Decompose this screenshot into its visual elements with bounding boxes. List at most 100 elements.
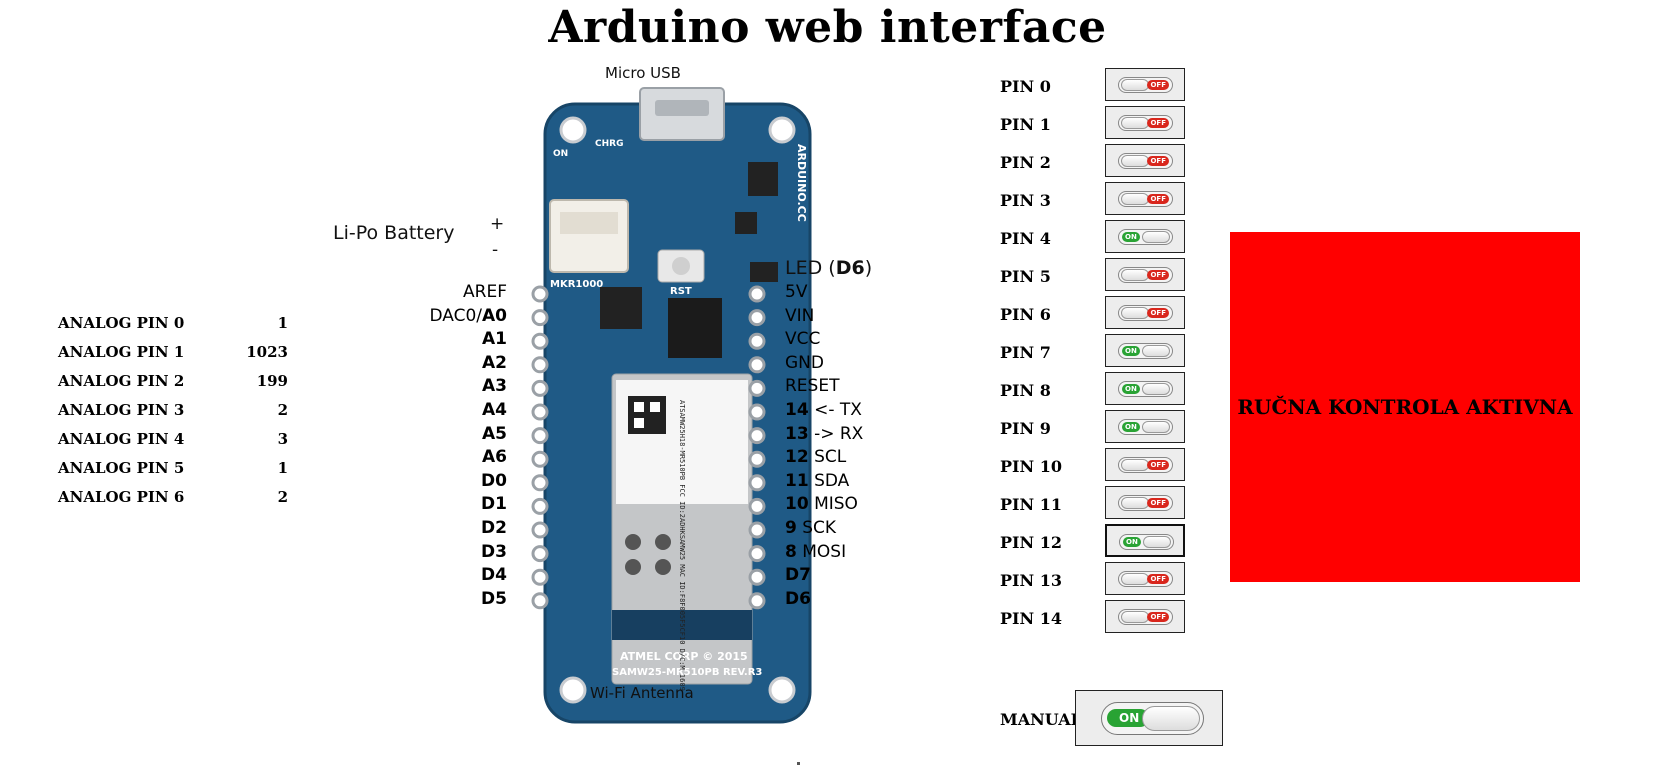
pin-name: D3 — [481, 541, 507, 562]
board-pin-label-right: VIN — [785, 306, 814, 326]
pin-toggle-button[interactable]: OFF — [1105, 296, 1185, 329]
pin-toggle-button[interactable]: OFF — [1105, 106, 1185, 139]
pin-number: 11 — [785, 470, 809, 491]
mount-hole — [559, 116, 587, 144]
pin-hole — [748, 285, 766, 303]
pin-state-label: ON — [1123, 537, 1141, 547]
board-pin-label-left: D3 — [481, 542, 507, 562]
board-pin-label-right: 10 MISO — [785, 494, 858, 514]
pin-switch[interactable]: OFF — [1118, 457, 1173, 473]
pin-number: 12 — [785, 447, 809, 468]
pin-toggle-button[interactable]: ON — [1105, 372, 1185, 405]
pin-switch[interactable]: OFF — [1118, 609, 1173, 625]
pin-toggle-button[interactable]: OFF — [1105, 486, 1185, 519]
analog-row: ANALOG PIN 4 3 — [58, 424, 288, 453]
analog-row: ANALOG PIN 6 2 — [58, 482, 288, 511]
pin-toggle-button[interactable]: OFF — [1105, 68, 1185, 101]
pin-toggle-button[interactable]: ON — [1105, 524, 1185, 557]
pin-toggle-button[interactable]: ON — [1105, 334, 1185, 367]
pin-row: PIN 8 ON — [1000, 372, 1200, 410]
pin-hole — [531, 592, 549, 610]
analog-pin-label: ANALOG PIN 2 — [58, 371, 185, 390]
pin-row: PIN 11 OFF — [1000, 486, 1200, 524]
pin-state-label: OFF — [1147, 498, 1169, 508]
pin-row: PIN 13 OFF — [1000, 562, 1200, 600]
pin-switch[interactable]: OFF — [1118, 153, 1173, 169]
manual-state-label: ON — [1107, 709, 1150, 727]
battery-minus: - — [492, 240, 499, 260]
pin-label: PIN 14 — [1000, 609, 1062, 628]
board-pin-label-right: D6 — [785, 589, 811, 609]
pin-toggle-button[interactable]: OFF — [1105, 600, 1185, 633]
pin-toggle-button[interactable]: ON — [1105, 220, 1185, 253]
pin-row: PIN 1 OFF — [1000, 106, 1200, 144]
pin-switch[interactable]: OFF — [1118, 267, 1173, 283]
pin-row: PIN 12 ON — [1000, 524, 1200, 562]
pin-toggle-button[interactable]: OFF — [1105, 448, 1185, 481]
pin-switch[interactable]: OFF — [1118, 571, 1173, 587]
pin-row: PIN 9 ON — [1000, 410, 1200, 448]
pin-toggle-button[interactable]: OFF — [1105, 144, 1185, 177]
pin-hole — [531, 356, 549, 374]
chip — [600, 287, 642, 329]
pin-toggle-button[interactable]: OFF — [1105, 258, 1185, 291]
pin-name: A6 — [482, 447, 507, 468]
antenna-trace — [612, 610, 752, 640]
pin-switch[interactable]: ON — [1118, 343, 1173, 359]
pin-switch[interactable]: ON — [1118, 419, 1173, 435]
pin-row: PIN 5 OFF — [1000, 258, 1200, 296]
pin-label: PIN 13 — [1000, 571, 1062, 590]
pin-switch-knob — [1142, 345, 1170, 357]
pin-switch[interactable]: ON — [1118, 381, 1173, 397]
wifi-antenna-label: Wi-Fi Antenna — [590, 684, 694, 702]
pin-hole — [531, 285, 549, 303]
pin-toggle-button[interactable]: OFF — [1105, 182, 1185, 215]
pin-switch[interactable]: OFF — [1118, 495, 1173, 511]
manual-switch[interactable]: ON — [1101, 702, 1204, 735]
pin-number: 10 — [785, 494, 809, 515]
silk-chrg: CHRG — [595, 139, 623, 149]
board-image: ON CHRG MKR1000 RST ATMEL CORP © 2015 SA… — [531, 87, 812, 724]
pin-switch[interactable]: OFF — [1118, 305, 1173, 321]
pin-label: PIN 10 — [1000, 457, 1062, 476]
analog-pin-label: ANALOG PIN 5 — [58, 458, 185, 477]
manual-toggle-button[interactable]: ON — [1075, 690, 1223, 746]
pin-switch[interactable]: OFF — [1118, 115, 1173, 131]
pin-label: PIN 9 — [1000, 419, 1051, 438]
pin-function: SCL — [808, 447, 847, 468]
pin-hole — [531, 497, 549, 515]
silk-on: ON — [553, 149, 568, 159]
pin-switch[interactable]: OFF — [1118, 77, 1173, 93]
analog-row: ANALOG PIN 0 1 — [58, 308, 288, 337]
pin-switch-knob — [1142, 231, 1170, 243]
pin-state-label: OFF — [1147, 612, 1169, 622]
pin-name: A5 — [482, 423, 507, 444]
pin-hole — [531, 545, 549, 563]
pin-hole — [748, 545, 766, 563]
pin-toggle-button[interactable]: ON — [1105, 410, 1185, 443]
pin-function: RESET — [785, 376, 840, 397]
pin-switch[interactable]: ON — [1119, 534, 1174, 550]
chip — [750, 262, 778, 282]
pin-switch[interactable]: ON — [1118, 229, 1173, 245]
analog-row: ANALOG PIN 5 1 — [58, 453, 288, 482]
pin-label: PIN 8 — [1000, 381, 1051, 400]
silk-mkr: MKR1000 — [550, 279, 603, 290]
pin-hole — [748, 403, 766, 421]
pin-label: PIN 1 — [1000, 115, 1051, 134]
pin-function: GND — [785, 352, 824, 373]
board-pin-label-left: D4 — [481, 565, 507, 585]
pin-switch[interactable]: OFF — [1118, 191, 1173, 207]
pin-switch-knob — [1142, 383, 1170, 395]
chip — [748, 162, 778, 196]
pin-label: PIN 12 — [1000, 533, 1062, 552]
pin-name: A1 — [482, 329, 507, 350]
silk-rev: SAMW25-MR510PB REV.R3 — [612, 667, 762, 678]
pin-name: D4 — [481, 565, 507, 586]
pin-number: D6 — [785, 588, 811, 609]
pin-toggle-button[interactable]: OFF — [1105, 562, 1185, 595]
pin-row: PIN 6 OFF — [1000, 296, 1200, 334]
pin-function: VIN — [785, 305, 815, 326]
